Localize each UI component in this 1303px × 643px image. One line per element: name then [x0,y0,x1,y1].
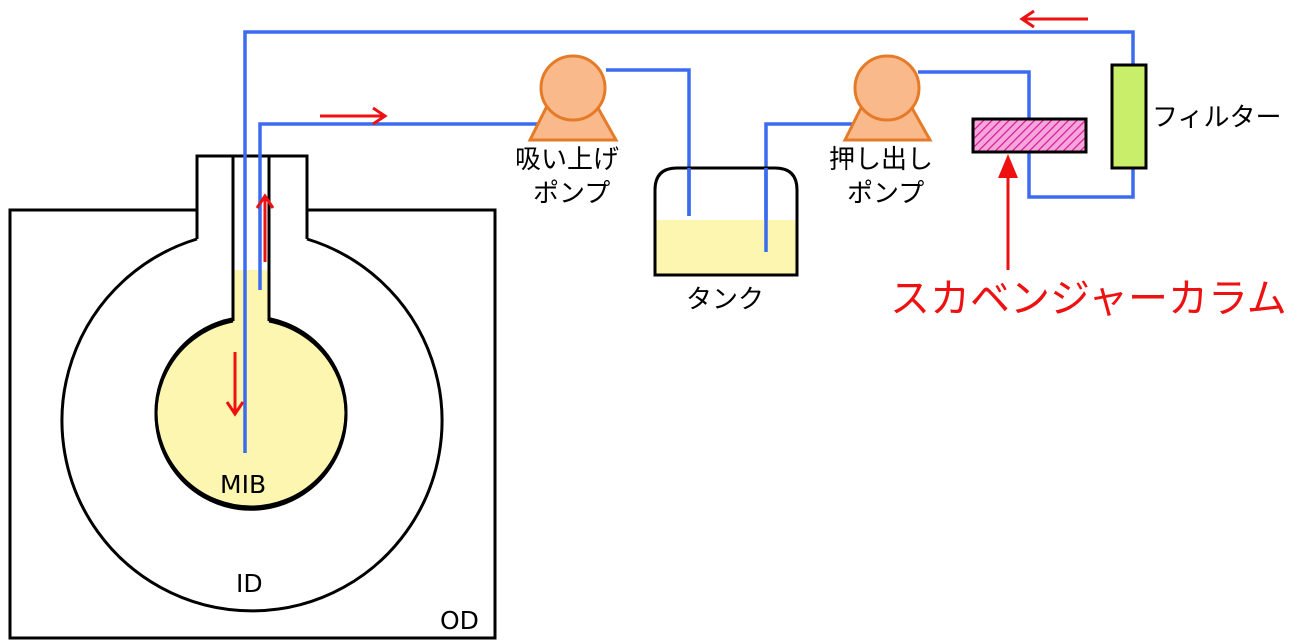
piping [243,30,1135,453]
tank-label: タンク [686,285,764,315]
scavenger-column-label: スカベンジャーカラム [890,276,1287,322]
outer-neck [195,154,309,239]
flow-arrow-return [1019,9,1088,29]
od-label: OD [440,606,479,635]
neck-liquid [233,270,269,330]
column-pointer-arrow [998,154,1018,270]
filter-label: フィルター [1152,103,1281,133]
discharge-pump-icon [842,54,933,142]
flow-arrow-up [255,193,275,262]
flow-arrow-suction [320,106,388,126]
flow-arrow-down [225,352,245,417]
flow-arrows [225,9,1088,417]
mib-label: MIB [220,470,266,499]
discharge-pump-label-line1: 押し出し [829,145,933,175]
suction-pipe [258,122,546,290]
inner-dewar [60,237,444,613]
suction-pump-label-line1: 吸い上げ [515,145,619,175]
tank [653,166,799,277]
filter [1110,63,1148,170]
suction-pump-label-line2: ポンプ [533,179,610,209]
outer-dewar [8,208,497,640]
id-label: ID [236,569,263,598]
inner-neck [231,156,271,321]
pump-to-tank-pipe [606,68,691,216]
scavenger-column [971,117,1088,154]
suction-pump-icon [527,54,619,142]
tank-liquid [655,220,797,275]
pump-to-filter-pipe [918,70,1135,199]
discharge-pump-label-line2: ポンプ [847,179,924,209]
return-pipe [243,30,1135,453]
